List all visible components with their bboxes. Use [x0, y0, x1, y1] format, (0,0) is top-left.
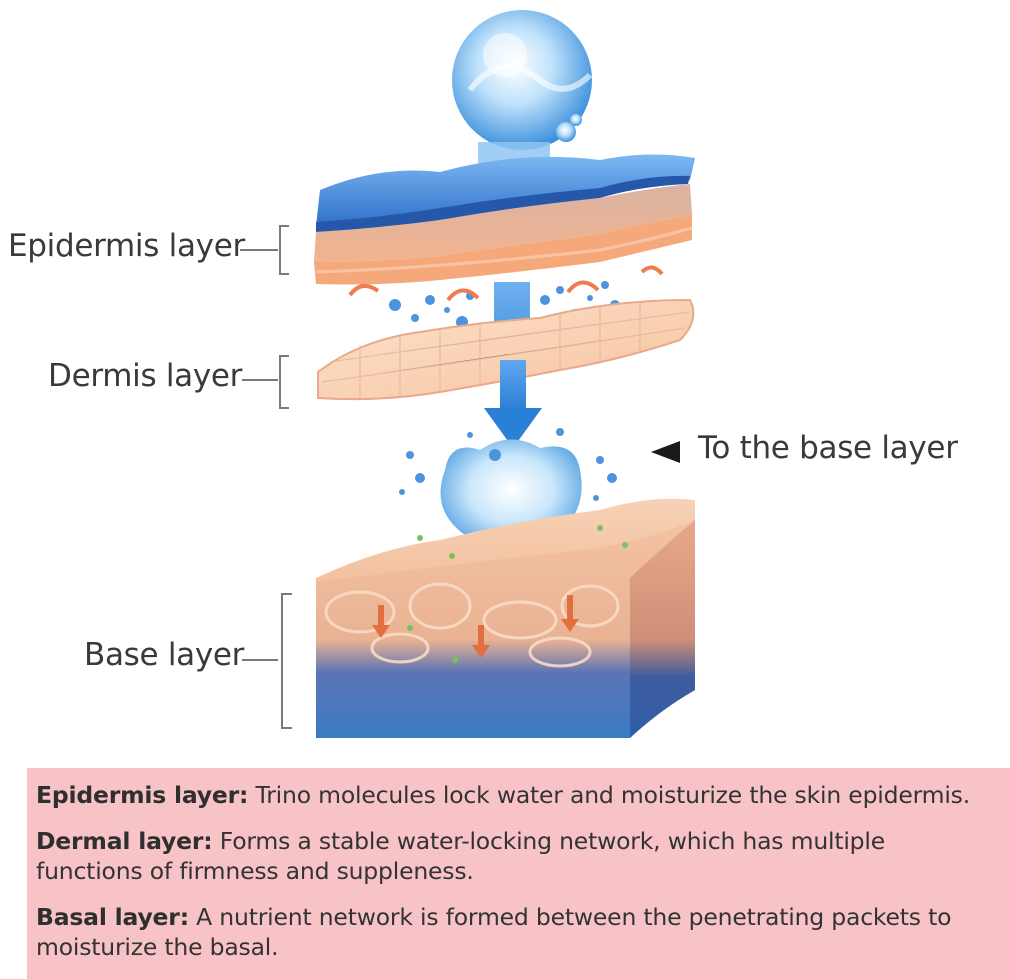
basal-description: Basal layer: A nutrient network is forme… [36, 902, 986, 962]
epidermis-slab [314, 184, 693, 285]
epidermis-text: Trino molecules lock water and moisturiz… [248, 781, 971, 809]
basal-text: A nutrient network is formed between the… [36, 903, 952, 961]
basal-term: Basal layer: [36, 903, 189, 931]
base-layer-label: Base layer [84, 637, 245, 673]
pointer-triangle-icon [651, 441, 680, 463]
dermis-layer-label: Dermis layer [48, 358, 243, 394]
dermal-term: Dermal layer: [36, 827, 213, 855]
info-panel: Epidermis layer: Trino molecules lock wa… [27, 768, 1010, 979]
curl-arrows [348, 265, 664, 302]
to-base-layer-label: To the base layer [698, 430, 958, 466]
epidermis-layer-label: Epidermis layer [8, 228, 245, 264]
dermal-text: Forms a stable water-locking network, wh… [36, 827, 885, 885]
skin-layers-illustration [240, 10, 695, 738]
layer-brackets [240, 225, 292, 729]
downward-water-arrow [484, 360, 542, 448]
dermal-description: Dermal layer: Forms a stable water-locki… [36, 826, 986, 886]
water-sphere [452, 10, 593, 150]
dermis-sheet [317, 298, 695, 401]
blue-membrane-layer [316, 154, 695, 232]
base-block [316, 498, 695, 738]
epidermis-term: Epidermis layer: [36, 781, 249, 809]
epidermis-description: Epidermis layer: Trino molecules lock wa… [36, 780, 986, 810]
